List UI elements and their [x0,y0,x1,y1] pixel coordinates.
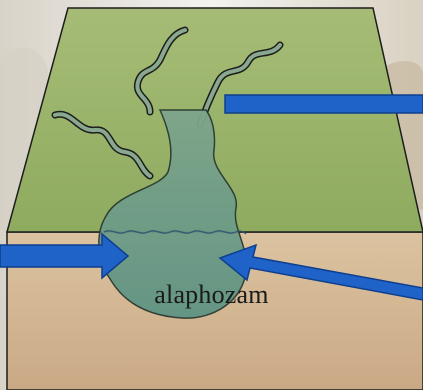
arrow-right-inflow [225,95,423,113]
diagram-label: alaphozam [0,280,423,310]
